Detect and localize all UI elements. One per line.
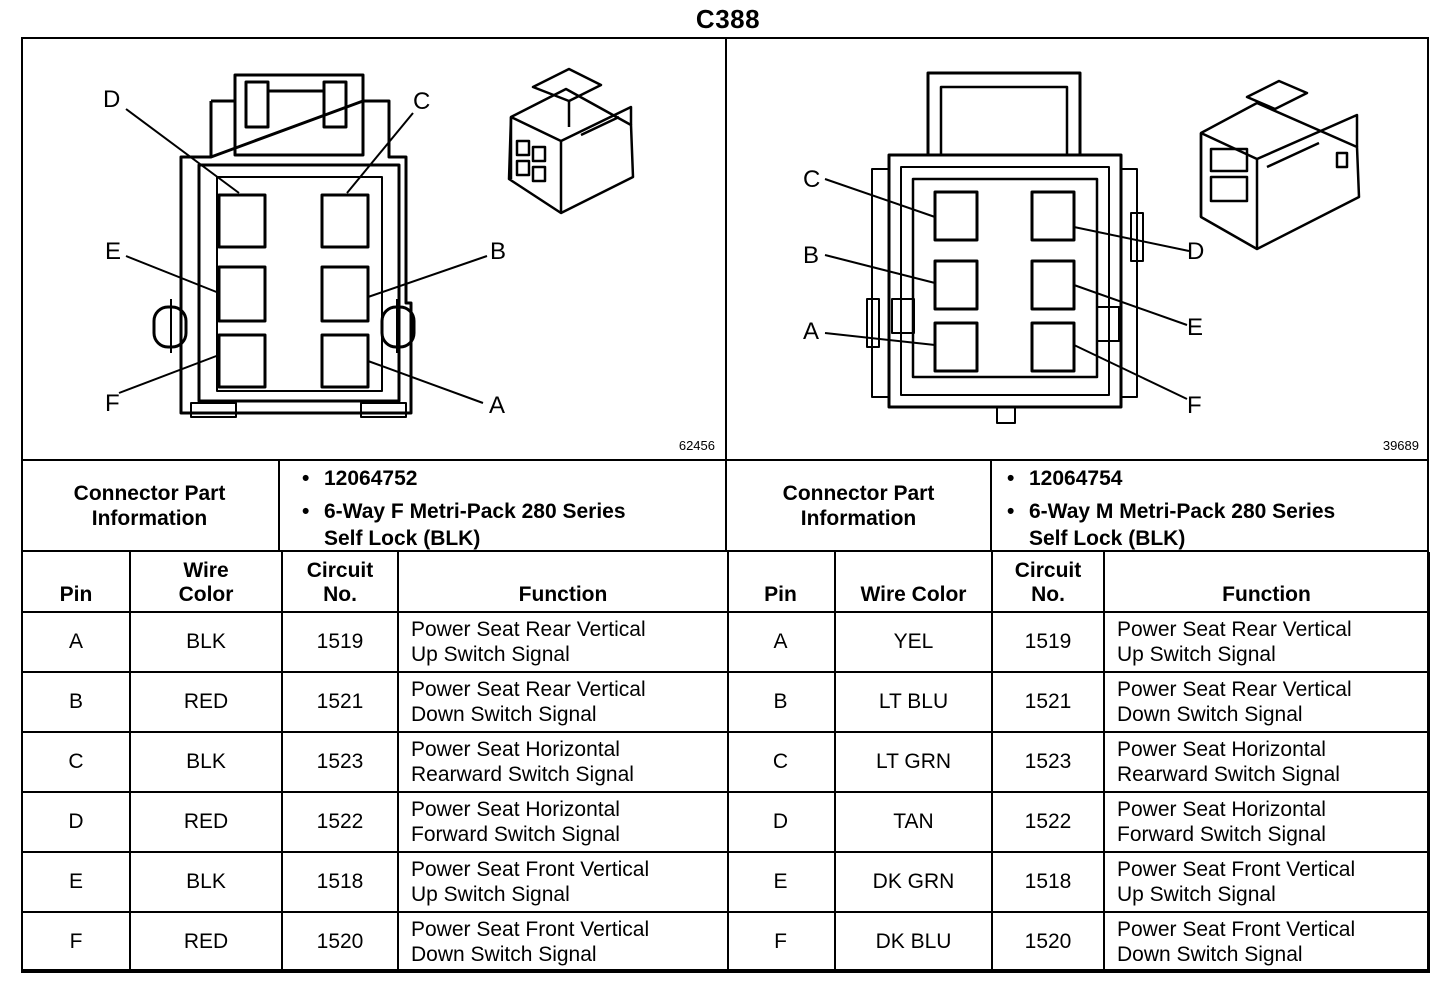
pin-label-e: E [1187,314,1203,341]
connector-latch [926,71,1082,157]
leader-line-c [824,178,936,218]
pin-label-a: A [489,392,505,419]
leader-line-a [367,360,484,404]
leader-line-f [118,354,220,394]
part-number: 12064752 [324,467,418,490]
connector-part-info-label: Connector Part Information [21,461,280,550]
cavity-e [217,265,267,323]
leader-line-f [1073,344,1188,400]
leader-line-e [1073,284,1188,326]
leader-line-a [824,332,936,346]
cavity-f [217,333,267,389]
left-connector-panel: D C E B F A 62456 [21,37,727,459]
pin-label-d: D [1187,238,1204,265]
leader-line-b [824,254,936,284]
pin-label-e: E [105,238,121,265]
leader-line-c [346,112,414,194]
female-connector-face-drawing: D C E B F A [103,67,635,419]
connector-part-details: •12064754 •6-Way M Metri-Pack 280 Series… [1007,467,1336,550]
connector-description: 6-Way M Metri-Pack 280 Series [1029,500,1336,523]
leader-line-e [125,255,220,294]
part-number: 12064754 [1029,467,1123,490]
header-wire-color: Wire Color [834,552,993,613]
pin-label-a: A [803,318,819,345]
connector-description-cont: Self Lock (BLK) [324,527,481,550]
cavity-e [1030,259,1076,311]
leader-line-b [367,255,488,298]
header-pin: Pin [21,552,131,613]
latch-tab-left [244,80,270,129]
connector-part-info-label: Connector Part Information [727,461,992,550]
pin-label-c: C [803,166,820,193]
cavity-f [1030,321,1076,373]
right-connector-part-info: Connector Part Information •12064754 •6-… [727,459,1429,552]
pin-label-f: F [105,390,120,417]
connector-description: 6-Way F Metri-Pack 280 Series [324,500,626,523]
cavity-c [320,193,370,249]
figure-id: 62456 [678,438,715,453]
cavity-c [933,190,979,242]
leader-line-d [125,108,240,194]
figure-id: 39689 [1382,438,1419,453]
connector-body-outline [179,99,413,415]
right-connector-panel: C B A D E F 39689 [727,37,1429,459]
connector-inner-shroud [197,163,401,403]
header-function: Function [1103,552,1430,613]
cavity-d [1030,190,1076,242]
side-lock-left [891,298,915,334]
cavity-d [217,193,267,249]
pin-label-f: F [1187,392,1202,419]
pin-label-c: C [413,88,430,115]
leader-line-d [1073,226,1190,252]
male-connector-face-drawing: C B A D E F [803,71,1361,424]
cavity-a [933,321,979,373]
connector-latch [233,73,365,157]
connector-inner-shroud [911,177,1099,379]
pin-label-b: B [803,242,819,269]
connector-part-details: •12064752 •6-Way F Metri-Pack 280 Series… [302,467,626,550]
female-connector-isometric-view [507,67,635,215]
header-function: Function [397,552,729,613]
side-lock-right [1096,306,1120,342]
cavity-b [933,259,979,311]
header-pin: Pin [727,552,836,613]
connector-description-cont: Self Lock (BLK) [1029,527,1186,550]
cavity-b [320,265,370,323]
male-connector-isometric-view [1199,79,1361,251]
cavity-a [320,333,370,389]
pin-label-b: B [490,238,506,265]
diagram-title: C388 [695,4,761,34]
latch-tab-right [322,80,348,129]
pin-label-d: D [103,86,120,113]
left-connector-part-info: Connector Part Information •12064752 •6-… [21,459,727,552]
